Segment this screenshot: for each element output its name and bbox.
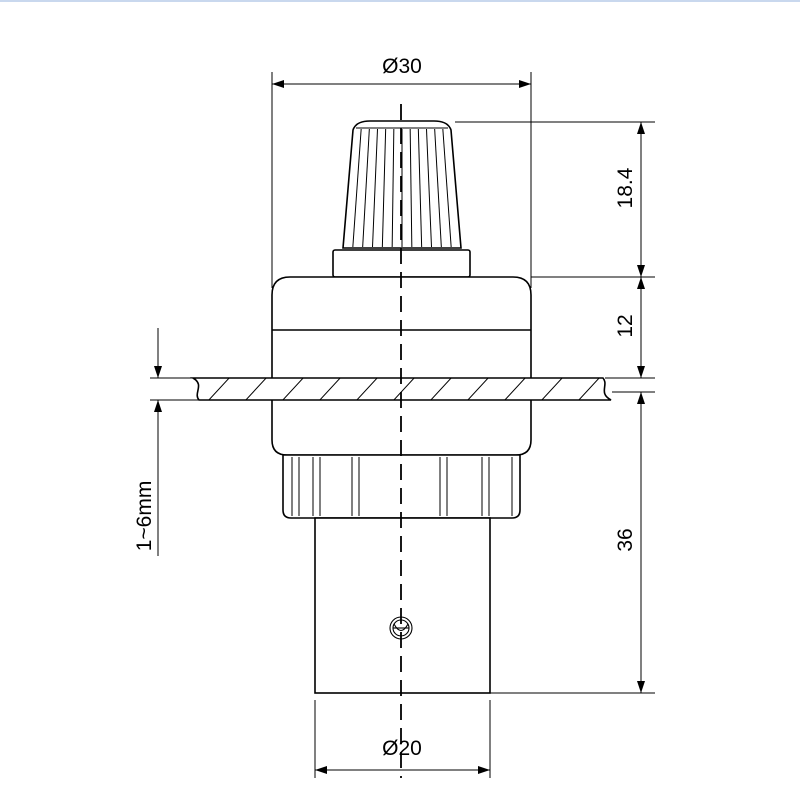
mounting-panel [190, 376, 638, 402]
knob-rib [372, 128, 378, 248]
bottom-diameter-dimension: Ø20 [314, 700, 491, 778]
panel-thickness-dimension: 1~6mm [133, 328, 200, 556]
panel-hatch-line [502, 378, 528, 400]
screw-slot [393, 623, 409, 632]
nut-ribs [291, 457, 513, 516]
knob-rib [391, 128, 395, 248]
panel-hatch-line [193, 378, 195, 400]
knob-ribs [352, 128, 452, 248]
right-dimensions: 18.4 12 36 [455, 121, 655, 694]
top-diameter-label: Ø30 [382, 55, 422, 78]
panel-hatch-line [614, 376, 638, 402]
panel-hatch-line [280, 378, 306, 400]
top-border [0, 0, 800, 2]
top-diameter-dimension: Ø30 [271, 55, 532, 288]
panel-hatch-line [243, 378, 269, 400]
knob [332, 120, 471, 278]
bottom-diameter-label: Ø20 [382, 737, 422, 760]
panel-hatch-line [317, 378, 343, 400]
knob-rib [409, 128, 413, 248]
panel-hatch-line [354, 378, 380, 400]
rear-housing [314, 517, 491, 694]
knob-rib [381, 128, 387, 248]
knob-rib [442, 128, 452, 248]
knob-rib [434, 128, 442, 248]
shaft-length-label: 36 [614, 528, 637, 551]
knob-height-label: 18.4 [614, 167, 637, 208]
panel-hatch-line [391, 378, 417, 400]
knob-rib [362, 128, 370, 248]
rear-cylinder [314, 517, 491, 694]
knob-rib [352, 128, 362, 248]
knob-rib [417, 128, 423, 248]
knurled-nut [282, 454, 521, 519]
panel-hatch-line [539, 378, 565, 400]
panel-hatch-line [465, 378, 491, 400]
panel-hatching [193, 376, 638, 402]
switch-body [271, 276, 532, 456]
body-height-label: 12 [614, 314, 637, 337]
nut-outline [282, 454, 521, 519]
body-outline [271, 276, 532, 456]
panel-hatch-line [576, 378, 602, 400]
panel-thickness-label: 1~6mm [133, 481, 156, 552]
panel-hatch-line [206, 378, 232, 400]
panel-hatch-line [428, 378, 454, 400]
knob-rib [426, 128, 432, 248]
